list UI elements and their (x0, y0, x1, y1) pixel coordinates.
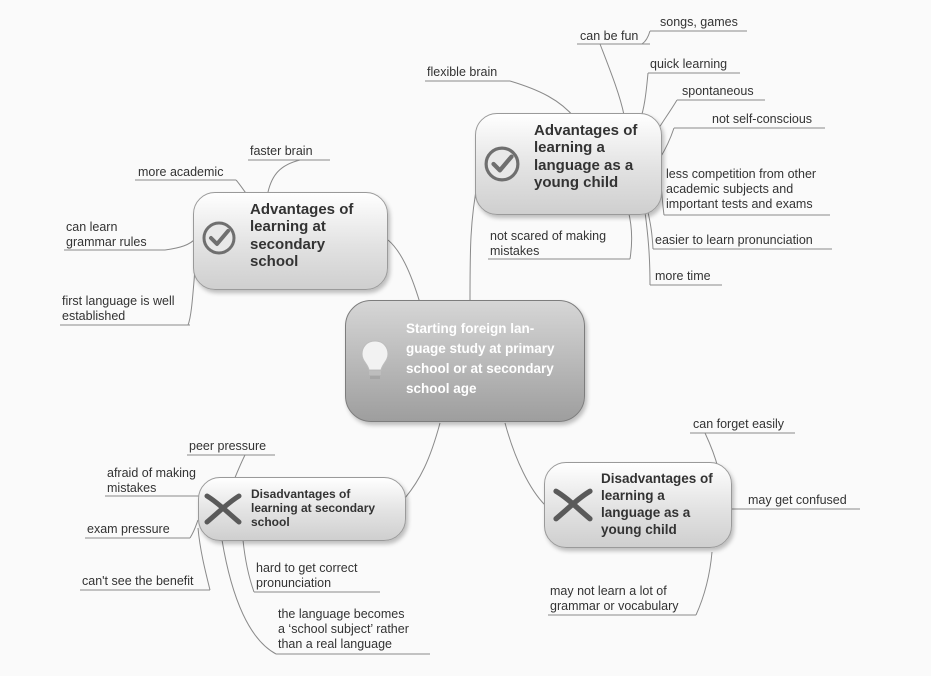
leaf-easier-pronunciation: easier to learn pronunciation (655, 233, 813, 247)
node-advantages-secondary-title: Advantages of learning at secondary scho… (250, 201, 354, 270)
leaf-can-learn-grammar-rules: can learn grammar rules (66, 220, 147, 249)
node-disadvantages-young-child-title: Disadvantages of learning a language as … (601, 471, 713, 537)
node-disadvantages-secondary: Disadvantages of learning at secondary s… (198, 477, 406, 541)
checkmark-icon (202, 221, 236, 255)
leaf-faster-brain: faster brain (250, 144, 313, 158)
leaf-may-get-confused: may get confused (748, 493, 847, 507)
node-disadvantages-secondary-title: Disadvantages of learning at secondary s… (251, 487, 376, 529)
leaf-hard-pronunciation: hard to get correct pronunciation (256, 561, 358, 590)
leaf-not-self-conscious: not self-conscious (712, 112, 813, 126)
leaf-songs-games: songs, games (660, 15, 738, 29)
cross-icon (204, 493, 242, 525)
checkmark-icon (484, 146, 520, 182)
node-advantages-young-child-title: Advantages of learning a language as a y… (534, 122, 638, 191)
leaf-school-subject: the language becomes a ‘school subject’ … (278, 607, 409, 651)
leaf-more-academic: more academic (138, 165, 224, 179)
leaf-can-forget-easily: can forget easily (693, 417, 785, 431)
leaf-not-scared-of-mistakes: not scared of making mistakes (490, 229, 607, 258)
leaf-spontaneous: spontaneous (682, 84, 754, 98)
node-disadvantages-young-child: Disadvantages of learning a language as … (544, 462, 732, 548)
central-topic-node: Starting foreign lan- guage study at pri… (345, 300, 585, 422)
leaf-first-language-established: first language is well established (62, 294, 175, 323)
cross-icon (553, 488, 593, 522)
leaf-more-time: more time (655, 269, 711, 283)
node-advantages-young-child: Advantages of learning a language as a y… (475, 113, 662, 215)
leaf-less-competition: less competition from other academic sub… (666, 167, 817, 211)
leaf-exam-pressure: exam pressure (87, 522, 170, 536)
leaf-peer-pressure: peer pressure (189, 439, 267, 453)
leaf-can-be-fun: can be fun (580, 29, 639, 43)
leaf-flexible-brain: flexible brain (427, 65, 498, 79)
leaf-may-not-learn-grammar: may not learn a lot of grammar or vocabu… (550, 584, 679, 613)
lightbulb-icon (361, 340, 389, 379)
leaf-cant-see-benefit: can't see the benefit (82, 574, 194, 588)
leaf-quick-learning: quick learning (650, 57, 728, 71)
leaf-afraid-of-mistakes: afraid of making mistakes (107, 466, 196, 495)
central-topic-title: Starting foreign lan- guage study at pri… (406, 321, 555, 396)
node-advantages-secondary: Advantages of learning at secondary scho… (193, 192, 388, 290)
